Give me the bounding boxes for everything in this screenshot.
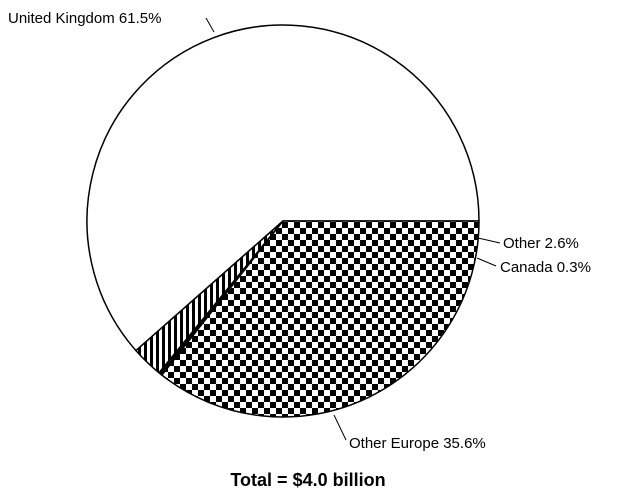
slice-united-kingdom xyxy=(86,24,480,352)
label-other-europe: Other Europe 35.6% xyxy=(349,435,486,452)
label-united-kingdom-leader-line xyxy=(205,17,215,33)
slice-other-europe xyxy=(161,220,480,418)
label-other-leader-line xyxy=(477,237,501,244)
chart-total-label: Total = $4.0 billion xyxy=(230,470,385,490)
label-other: Other 2.6% xyxy=(503,235,579,252)
label-united-kingdom: United Kingdom 61.5% xyxy=(8,10,161,27)
label-canada-leader-line xyxy=(476,257,497,267)
label-other-europe-leader-line xyxy=(333,414,347,441)
label-canada: Canada 0.3% xyxy=(500,259,591,276)
